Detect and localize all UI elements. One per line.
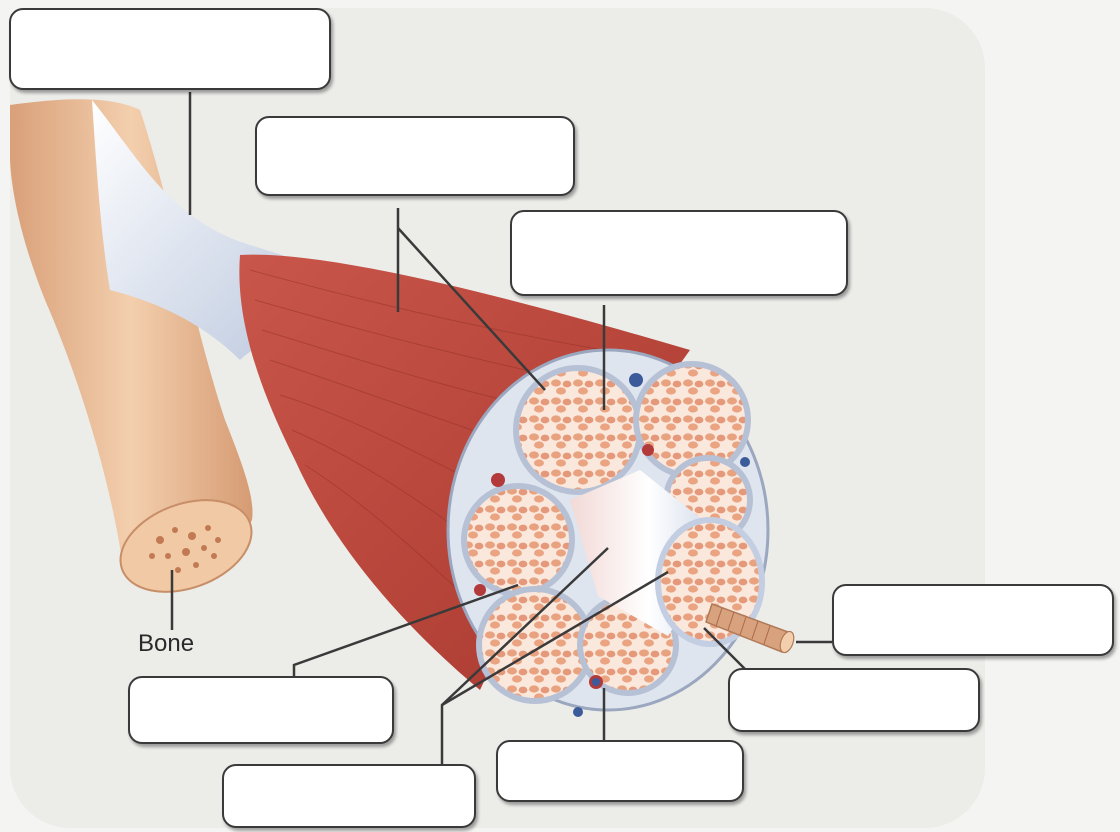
label-box-tendon[interactable]	[9, 8, 331, 90]
label-box-fascicle-sheath[interactable]	[728, 668, 980, 732]
fascicle	[479, 589, 591, 701]
label-box-muscle-fiber[interactable]	[832, 584, 1114, 656]
label-box-muscle[interactable]	[255, 116, 575, 196]
bone-label: Bone	[138, 630, 194, 658]
label-box-endomysium[interactable]	[128, 676, 394, 744]
label-box-blood-vessel[interactable]	[496, 740, 744, 802]
fascicle	[464, 486, 572, 594]
label-box-fascicle[interactable]	[510, 210, 848, 296]
fascicle	[516, 368, 640, 492]
label-box-perimysium[interactable]	[222, 764, 476, 828]
